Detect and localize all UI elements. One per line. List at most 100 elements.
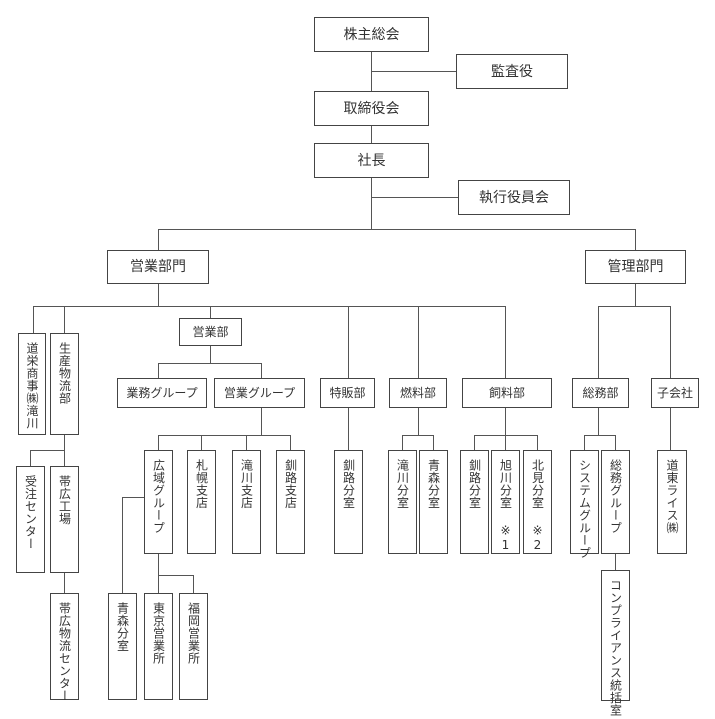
wide-area-group-box: 広域グループ [144,450,173,554]
takikawa-office-label: 滝川分室 [395,459,410,509]
connector [158,554,159,593]
connector [290,435,291,450]
connector [418,408,419,436]
connector [474,435,475,450]
connector [33,306,506,307]
obihiro-factory-box: 帯広工場 [50,466,79,573]
fukuoka-sales-office-box: 福岡営業所 [179,593,208,700]
connector [158,229,159,250]
connector [474,435,538,436]
kitami-office-label: 北見分室 ※2 [530,459,545,553]
connector [433,435,434,450]
takikawa-office-box: 滝川分室 [388,450,417,554]
aomori-office-fuel-box: 青森分室 [419,450,448,554]
general-affairs-dept-box: 総務部 [572,378,629,408]
connector [201,435,202,450]
business-group-label: 業務グループ [126,386,198,400]
connector [246,435,247,450]
aomori-office-box: 青森分室 [108,593,137,700]
kushiro-branch-box: 釧路支店 [276,450,305,554]
executive-officers-box: 執行役員会 [458,180,570,215]
kushiro-office-special-label: 釧路分室 [341,459,356,509]
connector [670,408,671,450]
kushiro-office-special-box: 釧路分室 [334,450,363,554]
connector [64,573,65,593]
president-label: 社長 [357,152,386,169]
executive-officers-label: 執行役員会 [479,189,549,206]
compliance-office-label: コンプライアンス統括室 [608,579,623,717]
connector [210,346,211,364]
shareholders-box: 株主総会 [314,17,429,52]
connector [371,126,372,143]
system-group-box: システムグループ [570,450,599,559]
connector [584,435,585,450]
connector [158,575,194,576]
sales-division-box: 営業部門 [107,250,209,284]
connector [122,497,145,498]
auditor-label: 監査役 [491,63,533,80]
fuel-dept-box: 燃料部 [389,378,447,408]
obihiro-logistics-center-label: 帯広物流センター [57,602,72,702]
sapporo-branch-box: 札幌支店 [187,450,216,554]
connector [30,450,65,451]
kushiro-office-feed-label: 釧路分室 [467,459,482,509]
connector [402,435,403,450]
connector [33,306,34,333]
president-box: 社長 [314,143,429,178]
connector [210,306,211,318]
general-affairs-group-box: 総務グループ [601,450,630,554]
doto-rice-label: 道東ライス㈱ [665,459,679,534]
business-group-box: 業務グループ [117,378,207,408]
connector [598,306,671,307]
sales-group-box: 営業グループ [214,378,305,408]
connector [122,497,123,593]
connector [670,306,671,378]
general-affairs-dept-label: 総務部 [582,386,619,400]
sales-group-label: 営業グループ [223,386,296,400]
special-sales-dept-label: 特販部 [329,386,366,400]
aomori-office-fuel-label: 青森分室 [426,459,441,509]
connector [30,450,31,466]
admin-division-box: 管理部門 [585,250,686,284]
connector [418,306,419,378]
wide-area-group-label: 広域グループ [151,459,166,534]
connector [158,229,636,230]
connector [505,435,506,450]
special-sales-dept-box: 特販部 [320,378,375,408]
connector [261,408,262,436]
logistics-dept-label: 生産物流部 [57,342,72,405]
obihiro-logistics-center-box: 帯広物流センター [50,593,79,702]
auditor-box: 監査役 [456,54,568,89]
obihiro-factory-label: 帯広工場 [57,475,72,525]
dotan-shoji-label: 道栄商事㈱滝川 [25,342,39,430]
takikawa-branch-label: 滝川支店 [239,459,254,509]
connector [348,408,349,450]
kushiro-office-feed-box: 釧路分室 [460,450,489,554]
doto-rice-box: 道東ライス㈱ [657,450,687,554]
general-affairs-group-label: 総務グループ [608,459,623,534]
subsidiary-label: 子会社 [656,386,693,400]
connector [598,408,599,436]
connector [64,306,65,333]
board-label: 取締役会 [343,100,400,117]
aomori-office-label: 青森分室 [115,602,130,652]
connector [537,435,538,450]
connector [584,435,616,436]
feed-dept-label: 飼料部 [488,386,525,400]
sales-dept-label: 営業部 [192,325,229,339]
admin-division-label: 管理部門 [607,259,664,275]
connector [348,306,349,378]
connector [158,363,262,364]
connector [158,435,291,436]
asahikawa-office-label: 旭川分室 ※1 [498,459,513,553]
subsidiary-box: 子会社 [651,378,699,408]
compliance-office-box: コンプライアンス統括室 [601,570,630,717]
logistics-dept-box: 生産物流部 [50,333,79,435]
connector [402,435,434,436]
order-center-label: 受注センター [23,475,38,550]
connector [261,363,262,378]
connector [371,197,458,198]
kushiro-branch-label: 釧路支店 [283,459,298,509]
dotan-shoji-box: 道栄商事㈱滝川 [18,333,46,435]
